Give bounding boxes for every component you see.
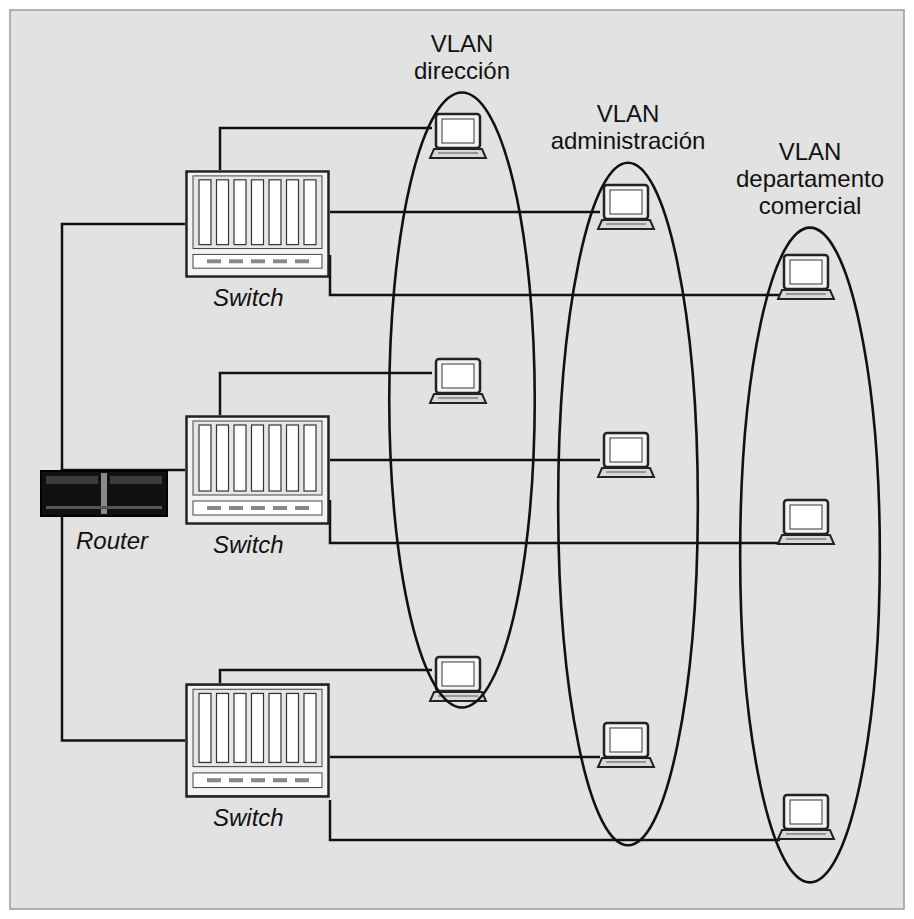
vlan-heading: VLAN dirección <box>397 30 527 84</box>
wire <box>330 211 600 214</box>
computer <box>598 433 654 477</box>
switch-node: Switch <box>185 170 330 278</box>
switch-symbol <box>185 683 330 798</box>
computer <box>778 795 834 839</box>
switch-node: Switch <box>185 415 330 525</box>
switch-node: Switch <box>185 683 330 798</box>
wire <box>330 800 780 840</box>
device-label: Switch <box>213 531 284 559</box>
computer <box>598 723 654 767</box>
wires <box>220 128 780 840</box>
vlan-group: VLAN dirección <box>387 90 537 710</box>
computer <box>598 185 654 229</box>
router-node: Router <box>40 470 168 517</box>
vlan-group: VLAN departamento comercial <box>738 225 882 885</box>
device-label: Switch <box>213 804 284 832</box>
vlan-heading: VLAN administración <box>538 100 718 154</box>
switch-symbol <box>185 170 330 278</box>
wire <box>220 128 432 170</box>
computer <box>778 500 834 544</box>
network-link <box>62 224 185 470</box>
network-link <box>62 517 185 741</box>
vlan-ellipse <box>387 90 537 710</box>
computer <box>778 255 834 299</box>
wire <box>220 670 432 683</box>
computer <box>430 657 486 701</box>
switch-symbol <box>185 415 330 525</box>
vlan-ellipse <box>556 160 700 848</box>
computers <box>430 114 834 839</box>
wire <box>220 373 432 415</box>
wire <box>330 756 600 759</box>
device-label: Switch <box>213 284 284 312</box>
vlan-heading: VLAN departamento comercial <box>720 138 900 219</box>
device-label: Router <box>76 527 148 555</box>
router-symbol <box>40 470 168 517</box>
computer <box>430 114 486 158</box>
vlan-group: VLAN administración <box>556 160 700 848</box>
computer <box>430 359 486 403</box>
vlan-ellipse <box>738 225 882 885</box>
ground <box>10 10 904 909</box>
